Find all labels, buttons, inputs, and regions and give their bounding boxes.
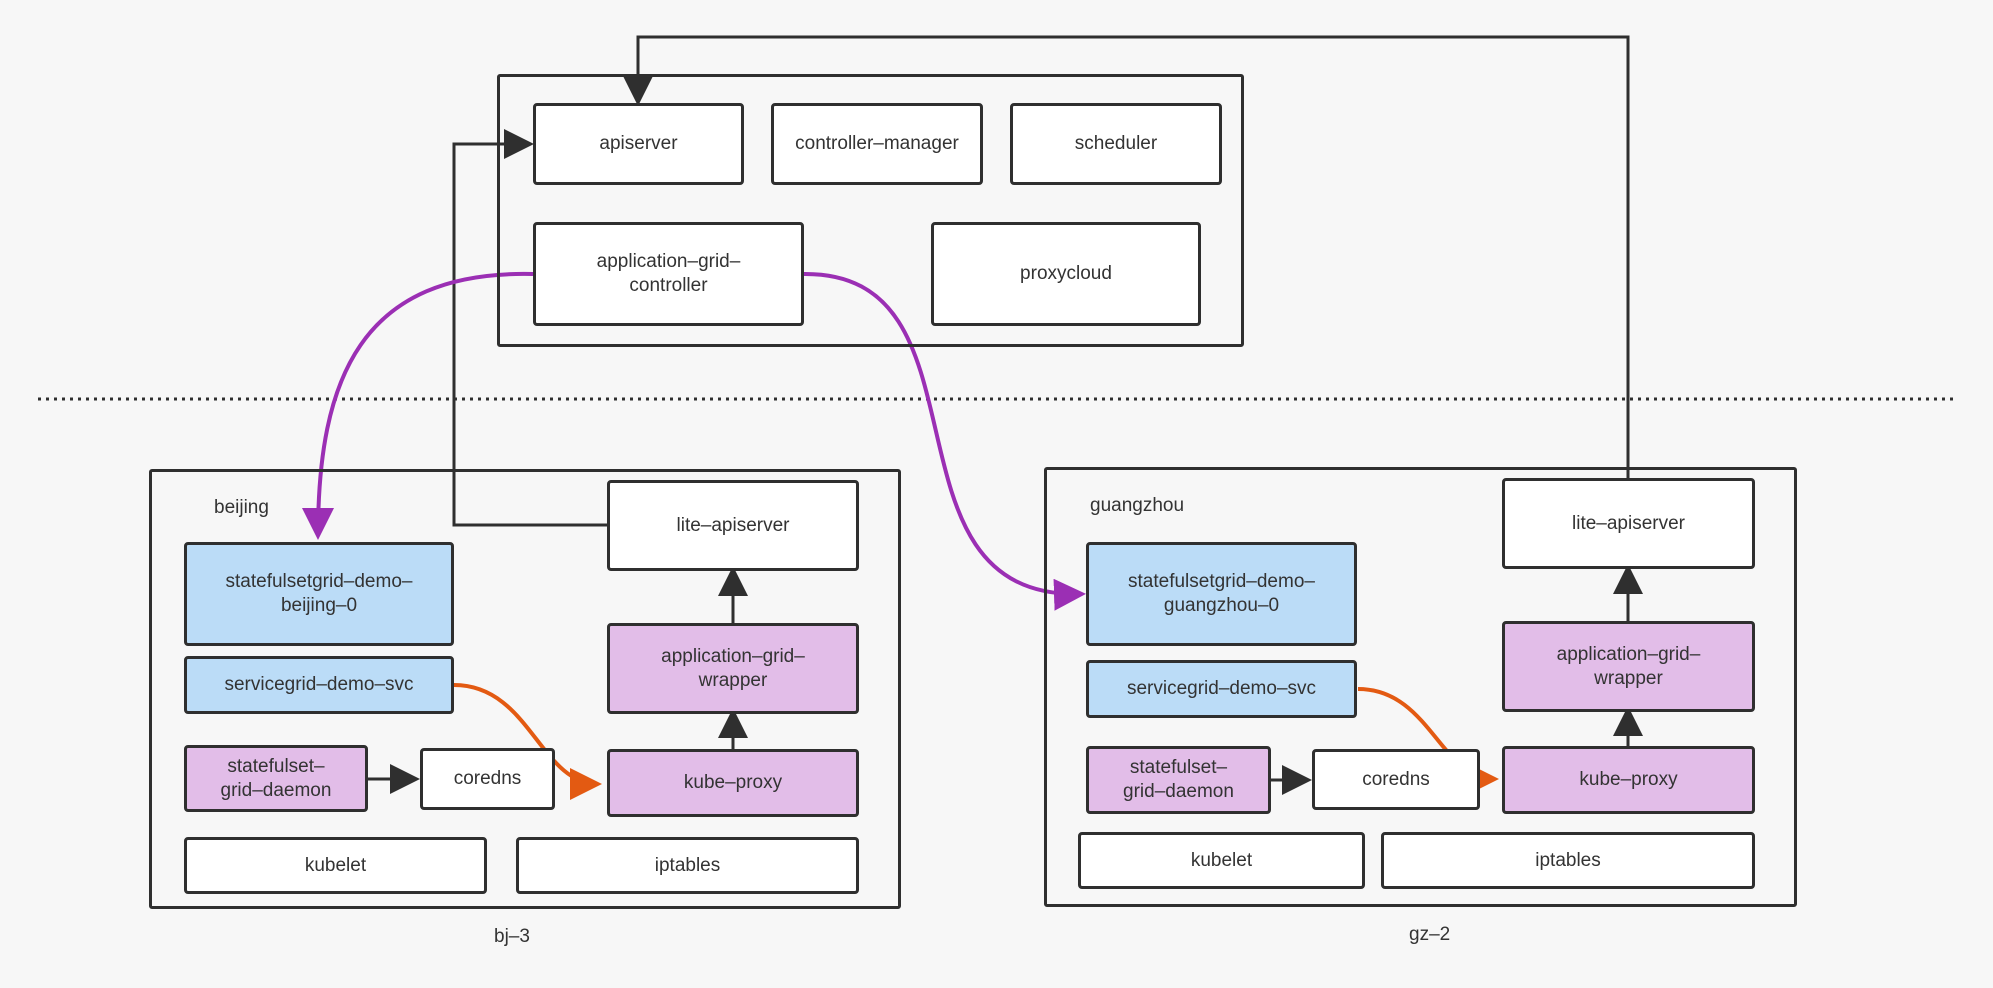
- application-grid-controller-label: application–grid– controller: [596, 251, 741, 296]
- bj-iptables-box[interactable]: iptables: [516, 837, 859, 894]
- gz-kube-proxy-box[interactable]: kube–proxy: [1502, 746, 1755, 814]
- gz-kube-proxy-label: kube–proxy: [1579, 769, 1678, 790]
- bj-application-grid-wrapper-box[interactable]: application–grid– wrapper: [607, 623, 859, 714]
- application-grid-controller-box[interactable]: application–grid– controller: [533, 222, 804, 326]
- gz-lite-apiserver-box[interactable]: lite–apiserver: [1502, 478, 1755, 569]
- guangzhou-title: guangzhou: [1090, 495, 1185, 516]
- proxycloud-box[interactable]: proxycloud: [931, 222, 1201, 326]
- gz-lite-apiserver-to-apiserver-connector: [623, 35, 1630, 479]
- bj-lite-apiserver-to-apiserver-connector: [452, 129, 608, 527]
- gz-statefulsetgrid-pod-box[interactable]: statefulsetgrid–demo– guangzhou–0: [1086, 542, 1357, 646]
- gz-statefulset-grid-daemon-box[interactable]: statefulset– grid–daemon: [1086, 746, 1271, 814]
- beijing-title: beijing: [214, 497, 269, 518]
- gz-servicegrid-svc-box[interactable]: servicegrid–demo–svc: [1086, 660, 1357, 718]
- gz-kubelet-box[interactable]: kubelet: [1078, 832, 1365, 889]
- controller-manager-label: controller–manager: [795, 133, 959, 154]
- scheduler-label: scheduler: [1074, 133, 1158, 154]
- bj-lite-apiserver-box[interactable]: lite–apiserver: [607, 480, 859, 571]
- gz-kubelet-label: kubelet: [1190, 849, 1253, 871]
- scheduler-box[interactable]: scheduler: [1010, 103, 1222, 185]
- gz-statefulsetgrid-pod-label: statefulsetgrid–demo– guangzhou–0: [1128, 571, 1315, 616]
- bj-lite-apiserver-label: lite–apiserver: [676, 514, 790, 536]
- gz-iptables-label: iptables: [1535, 849, 1601, 871]
- gz-application-grid-wrapper-label: application–grid– wrapper: [1556, 643, 1701, 689]
- bj-servicegrid-svc-box[interactable]: servicegrid–demo–svc: [184, 656, 454, 714]
- bj-iptables-label: iptables: [654, 854, 721, 876]
- bj-kubelet-label: kubelet: [304, 854, 367, 876]
- bj-kube-proxy-label: kube–proxy: [683, 772, 783, 793]
- beijing-node-frame: [149, 469, 901, 909]
- apiserver-label: apiserver: [599, 133, 678, 154]
- guangzhou-node-frame: [1044, 467, 1797, 907]
- bj-application-grid-wrapper-label: application–grid– wrapper: [661, 645, 805, 691]
- bj-statefulset-grid-daemon-label: statefulset– grid–daemon: [220, 755, 332, 801]
- bj-kubelet-box[interactable]: kubelet: [184, 837, 487, 894]
- bj-statefulset-grid-daemon-box[interactable]: statefulset– grid–daemon: [184, 745, 368, 812]
- bj-coredns-label: coredns: [453, 768, 522, 789]
- apiserver-box[interactable]: apiserver: [533, 103, 744, 185]
- guangzhou-node-name: gz–2: [1409, 924, 1451, 945]
- bj-svc-to-kube-proxy-connector: [453, 683, 602, 800]
- gz-iptables-box[interactable]: iptables: [1381, 832, 1755, 889]
- controller-manager-box[interactable]: controller–manager: [771, 103, 983, 185]
- gz-coredns-box[interactable]: coredns: [1312, 749, 1480, 810]
- bj-servicegrid-svc-label: servicegrid–demo–svc: [224, 674, 414, 695]
- gz-servicegrid-svc-label: servicegrid–demo–svc: [1126, 678, 1317, 699]
- proxycloud-label: proxycloud: [1020, 263, 1112, 284]
- gz-coredns-label: coredns: [1362, 768, 1430, 790]
- bj-statefulsetgrid-pod-box[interactable]: statefulsetgrid–demo– beijing–0: [184, 542, 454, 646]
- controller-to-guangzhou-pod-connector: [801, 271, 1086, 611]
- bj-kube-proxy-box[interactable]: kube–proxy: [607, 749, 859, 817]
- control-plane-frame: [497, 74, 1244, 347]
- gz-application-grid-wrapper-box[interactable]: application–grid– wrapper: [1502, 621, 1755, 712]
- beijing-node-name: bj–3: [494, 926, 530, 947]
- gz-statefulset-grid-daemon-label: statefulset– grid–daemon: [1123, 757, 1234, 802]
- gz-lite-apiserver-label: lite–apiserver: [1572, 512, 1685, 534]
- controller-to-beijing-pod-connector: [302, 271, 534, 540]
- bj-statefulsetgrid-pod-label: statefulsetgrid–demo– beijing–0: [225, 571, 413, 616]
- bj-coredns-box[interactable]: coredns: [420, 748, 555, 810]
